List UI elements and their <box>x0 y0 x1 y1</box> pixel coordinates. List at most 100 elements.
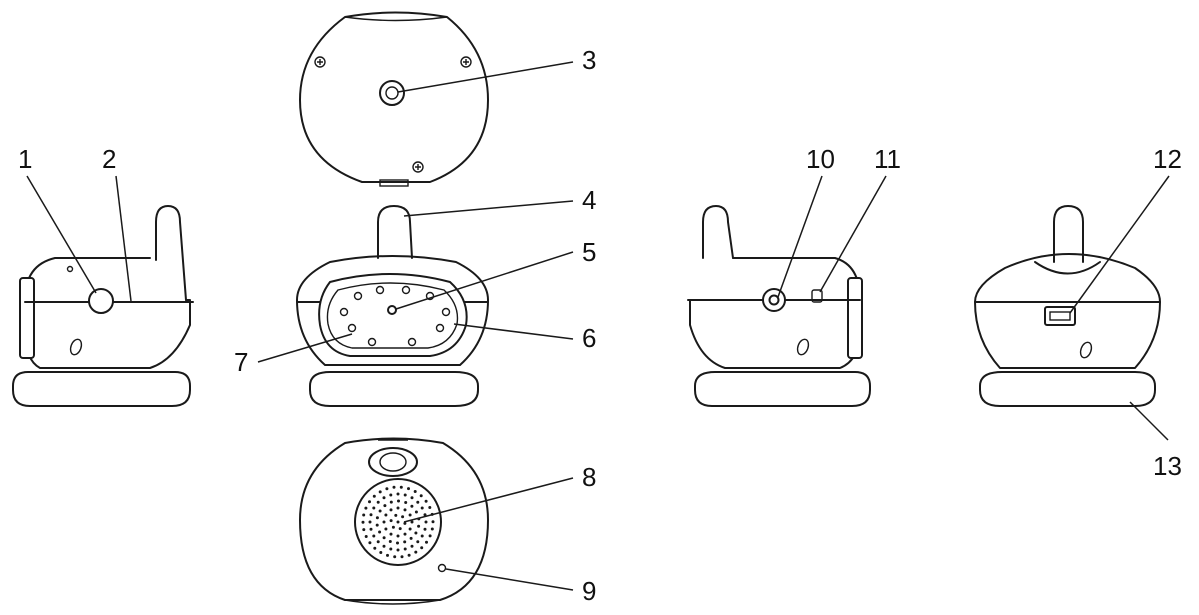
speaker-grille-icon <box>361 485 435 559</box>
grille-hole <box>410 544 414 548</box>
grille-hole <box>393 555 397 559</box>
grille-hole <box>382 536 386 540</box>
front-view <box>296 205 489 407</box>
grille-hole <box>419 494 423 498</box>
grille-hole <box>396 520 400 524</box>
grille-hole <box>375 516 379 520</box>
grille-hole <box>368 500 371 504</box>
left-side-view <box>12 205 194 407</box>
grille-hole <box>425 540 428 544</box>
top-view <box>299 11 489 187</box>
callout-12: 12 <box>1153 144 1182 174</box>
grille-hole <box>378 490 382 494</box>
leader-10 <box>777 175 823 298</box>
grille-hole <box>414 550 418 554</box>
grille-hole <box>424 499 428 503</box>
screw-icon <box>412 161 424 173</box>
leader-lines <box>26 61 1170 591</box>
grille-hole <box>428 534 432 538</box>
grille-hole <box>392 485 396 489</box>
leader-13 <box>1129 401 1169 441</box>
grille-hole <box>420 546 424 550</box>
leader-11 <box>819 175 887 293</box>
grille-hole <box>400 555 404 559</box>
grille-hole <box>364 506 368 510</box>
grille-hole <box>399 485 403 489</box>
grille-hole <box>403 493 407 497</box>
grille-hole <box>414 531 418 535</box>
callout-labels: 1 2 3 4 5 6 7 8 9 10 11 12 13 <box>18 45 1182 606</box>
grille-hole <box>428 506 432 509</box>
grille-hole <box>414 510 418 514</box>
grille-hole <box>385 487 389 491</box>
grille-hole <box>410 496 414 500</box>
grille-hole <box>389 493 393 497</box>
grille-hole <box>376 540 380 544</box>
leader-7 <box>257 333 353 363</box>
callout-4: 4 <box>582 185 596 215</box>
grille-hole <box>389 547 393 551</box>
grille-hole <box>389 508 393 512</box>
grille-hole <box>379 551 383 554</box>
grille-hole <box>396 534 400 538</box>
grille-hole <box>423 527 427 531</box>
leader-9 <box>445 568 574 591</box>
ir-led-icon <box>339 285 451 347</box>
grille-hole <box>388 540 392 543</box>
callout-3: 3 <box>582 45 596 75</box>
grille-hole <box>416 500 420 504</box>
callout-11: 11 <box>874 144 901 174</box>
grille-hole <box>431 520 435 524</box>
grille-hole <box>394 513 398 517</box>
grille-hole <box>398 527 402 531</box>
grille-hole <box>375 523 379 527</box>
grille-hole <box>386 553 389 557</box>
right-side-view <box>687 205 871 407</box>
grille-hole <box>389 500 393 504</box>
grille-hole <box>373 546 377 550</box>
grille-hole <box>382 520 386 524</box>
back-view <box>974 205 1161 407</box>
grille-hole <box>403 540 407 544</box>
grille-hole <box>376 500 380 504</box>
grille-hole <box>403 508 407 512</box>
grille-hole <box>424 520 428 524</box>
screw-icon <box>314 56 326 68</box>
leader-8 <box>403 477 574 523</box>
grille-hole <box>404 501 408 504</box>
callout-13: 13 <box>1153 451 1182 481</box>
mount-hole-icon <box>379 80 405 106</box>
bottom-view <box>299 437 489 605</box>
grille-hole <box>408 513 412 517</box>
callout-9: 9 <box>582 576 596 606</box>
grille-hole <box>372 534 376 538</box>
grille-hole <box>361 520 365 524</box>
grille-hole <box>396 548 400 552</box>
grille-hole <box>383 504 387 508</box>
grille-hole <box>408 527 412 531</box>
grille-hole <box>362 528 366 532</box>
grille-hole <box>389 532 393 536</box>
leader-5 <box>395 251 574 310</box>
grille-hole <box>420 534 424 538</box>
grille-hole <box>410 520 414 524</box>
callout-6: 6 <box>582 323 596 353</box>
grille-hole <box>407 487 410 491</box>
grille-hole <box>369 513 373 517</box>
grille-hole <box>423 513 427 517</box>
grille-hole <box>382 544 386 548</box>
callout-2: 2 <box>102 144 116 174</box>
grille-hole <box>420 506 424 510</box>
grille-hole <box>407 553 411 557</box>
grille-hole <box>430 527 434 531</box>
grille-hole <box>397 499 400 503</box>
leader-12 <box>1069 175 1170 314</box>
grille-hole <box>417 524 421 528</box>
leader-1 <box>26 175 97 294</box>
grille-hole <box>403 521 407 525</box>
callout-8: 8 <box>582 462 596 492</box>
grille-hole <box>389 519 393 523</box>
grille-hole <box>384 527 388 531</box>
